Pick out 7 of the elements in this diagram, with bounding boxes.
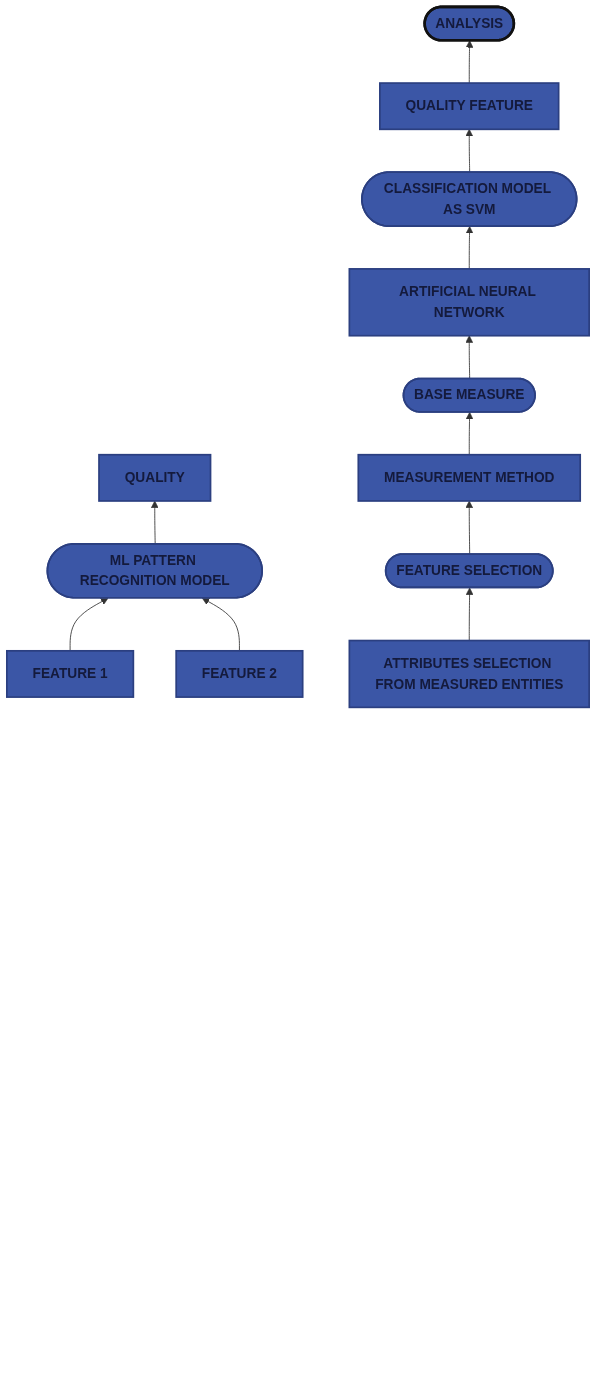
node-box: QUALITY FEATURE [379,82,560,131]
node-box: ATTRIBUTES SELECTION FROM MEASURED ENTITIES [348,639,590,709]
node-box: QUALITY [98,453,212,502]
node-box: MEASUREMENT METHOD [357,453,582,502]
node-box: FEATURE 2 [175,649,304,698]
node-box: FEATURE 1 [6,649,135,698]
node-box: ARTIFICIAL NEURAL NETWORK [348,268,590,337]
